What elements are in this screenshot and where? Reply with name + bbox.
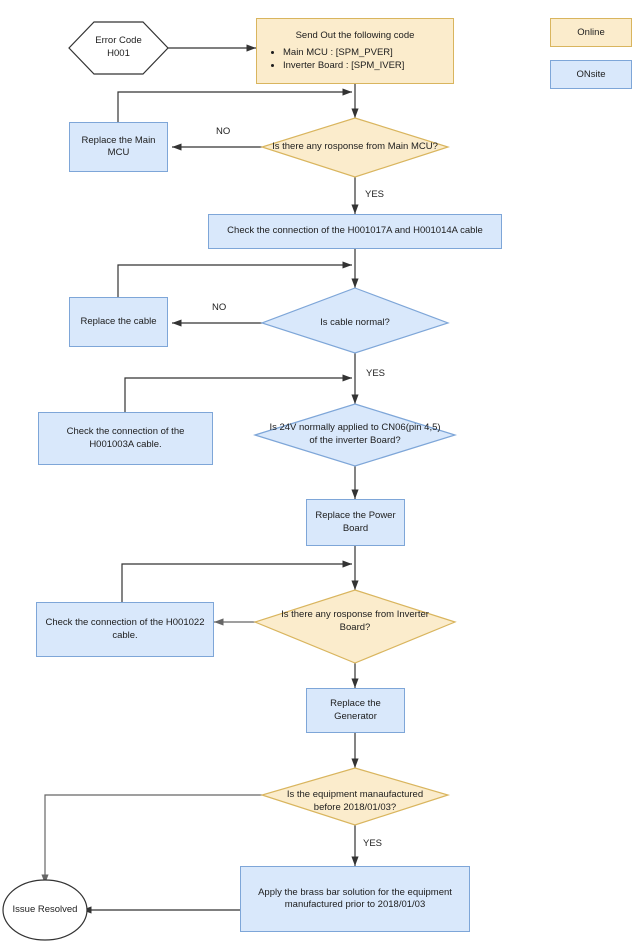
node-brass-bar-line1: Apply the brass bar solution for the equ… [258, 886, 452, 898]
node-send-code: Send Out the following code Main MCU : [… [256, 18, 454, 84]
node-send-code-title: Send Out the following code [295, 30, 415, 42]
edge-label-yes-3: YES [363, 838, 383, 849]
edge-label-yes-2: YES [366, 368, 386, 379]
node-replace-power-board: Replace the Power Board [306, 499, 405, 546]
node-issue-resolved-ellipse [2, 879, 88, 941]
node-send-code-item-0: Main MCU : [SPM_PVER] [283, 46, 449, 59]
legend-online: Online [550, 18, 632, 47]
node-check-cable-1022-line1: Check the connection of the H001022 [45, 617, 205, 628]
node-start-line2: H001 [107, 47, 130, 59]
edge-check1022-loop [121, 560, 352, 602]
node-q-manufactured-line1: Is the equipment manaufactured [286, 789, 424, 800]
node-start-line1: Error Code [95, 35, 142, 46]
node-q-inverter-label: Is there any rosponse from Inverter Boar… [257, 609, 453, 634]
node-send-code-list: Main MCU : [SPM_PVER] Inverter Board : [… [261, 46, 449, 72]
node-replace-generator-line1: Replace the [330, 698, 381, 709]
legend-onsite: ONsite [550, 60, 632, 89]
node-check-cable-1003a: Check the connection of the H001003A cab… [38, 412, 213, 465]
node-replace-cable: Replace the cable [69, 297, 168, 347]
node-q-inverter-line2: Board? [339, 621, 371, 633]
node-replace-main-mcu-line2: MCU [107, 147, 130, 158]
node-replace-generator-line2: Generator [334, 710, 377, 722]
node-check-cable-1003a-line1: Check the connection of the [66, 426, 185, 437]
node-q-main-mcu-diamond [260, 117, 450, 178]
node-replace-generator: Replace the Generator [306, 688, 405, 733]
node-replace-main-mcu-line1: Replace the Main [81, 134, 156, 146]
node-q-main-mcu-label: Is there any rosponse from Main MCU? [272, 141, 438, 152]
edge-label-no-2: NO [212, 302, 227, 313]
node-q-manufactured-line2: before 2018/01/03? [313, 801, 397, 813]
edge-q5-no [41, 794, 262, 884]
node-replace-main-mcu: Replace the Main MCU [69, 122, 168, 172]
node-q-manufactured-diamond [259, 767, 451, 826]
edge-check1003a-loop [124, 374, 352, 412]
node-q-cable-normal-label: Is cable normal? [320, 317, 390, 328]
node-start-hexagon [68, 21, 169, 75]
node-send-code-item-1: Inverter Board : [SPM_IVER] [283, 59, 449, 72]
node-start-label: Error Code H001 [69, 35, 168, 60]
node-replace-power-board-line1: Replace the Power [315, 510, 396, 521]
node-q-manufactured-label: Is the equipment manaufactured before 20… [262, 789, 448, 814]
node-q-24v-label: Is 24V normally applied to CN06(pin 4,5)… [255, 422, 455, 447]
node-check-cable-1003a-line2: H001003A cable. [89, 438, 162, 450]
edge-replacecable-loop [117, 261, 352, 297]
node-check-cable-1022: Check the connection of the H001022 cabl… [36, 602, 214, 657]
node-q-inverter-line1: Is there any rosponse from Inverter [281, 609, 429, 620]
node-brass-bar: Apply the brass bar solution for the equ… [240, 866, 470, 932]
node-issue-resolved-label: Issue Resolved [12, 904, 78, 915]
edge-label-yes-1: YES [365, 189, 385, 200]
node-q-24v-diamond [252, 403, 458, 467]
node-check-cable-1022-line2: cable. [112, 629, 138, 641]
edge-label-no-1: NO [216, 126, 231, 137]
node-brass-bar-line2: manufactured prior to 2018/01/03 [284, 899, 426, 910]
node-replace-power-board-line2: Board [342, 522, 369, 534]
node-check-cable-1017-1014: Check the connection of the H001017A and… [208, 214, 502, 249]
node-q-cable-normal-diamond [260, 287, 450, 354]
edge-replacemcu-loop [117, 88, 352, 122]
node-q-24v-line1: Is 24V normally applied to CN06(pin 4,5) [269, 422, 441, 433]
node-q-24v-line2: of the inverter Board? [309, 434, 401, 446]
node-q-inverter-diamond [253, 589, 457, 664]
